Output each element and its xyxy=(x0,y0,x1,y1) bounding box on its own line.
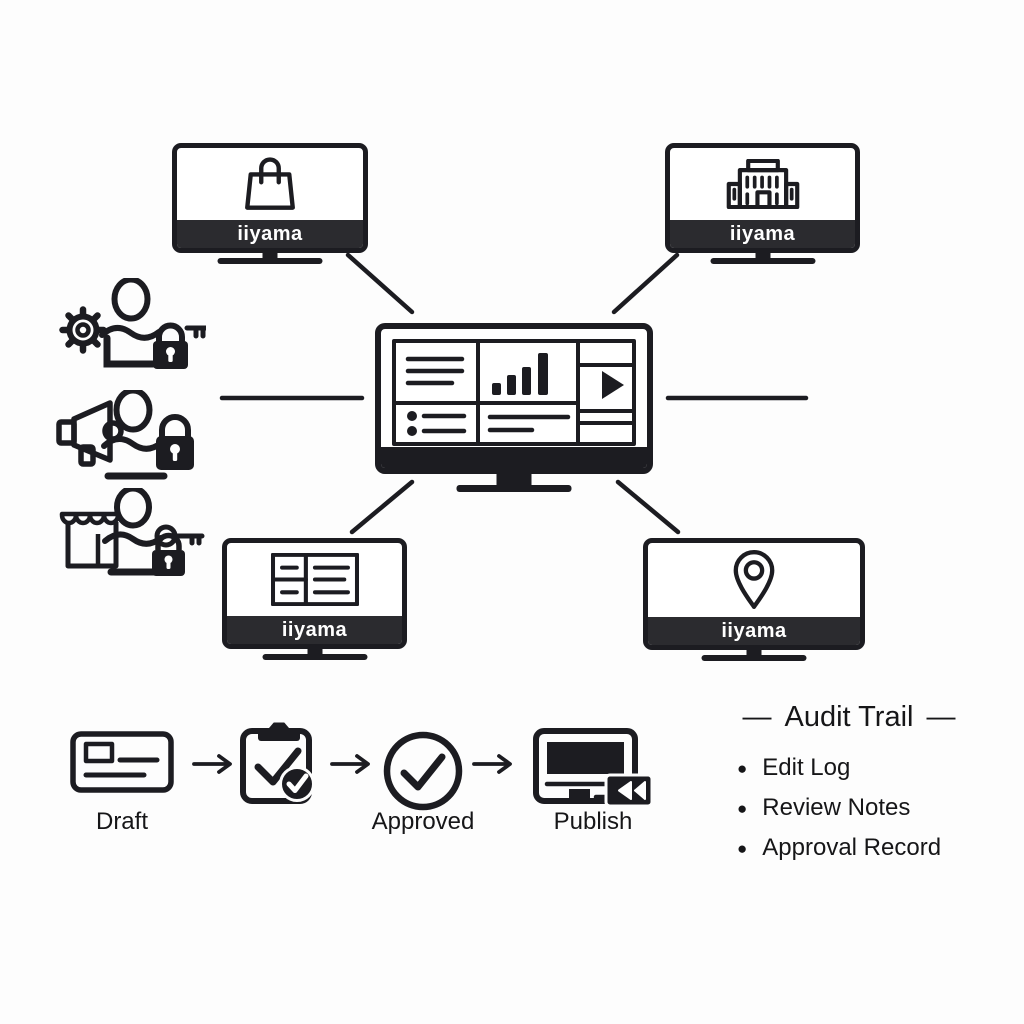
brand-bar: iiyama xyxy=(227,616,402,644)
monitor-stand-base xyxy=(456,485,572,492)
screen-bottom-left-menu: iiyama xyxy=(222,538,407,660)
monitor-bezel xyxy=(381,447,647,468)
monitor-frame: iiyama xyxy=(665,143,860,253)
workflow-step-publish xyxy=(533,728,655,810)
monitor-stand-base xyxy=(710,258,815,264)
workflow-step-approved xyxy=(381,729,465,813)
brand-bar: iiyama xyxy=(670,220,855,248)
location-pin-icon xyxy=(733,550,775,609)
role-marketing xyxy=(56,390,206,485)
draft-card-icon xyxy=(70,731,174,793)
monitor-stand-base xyxy=(701,655,807,661)
menu-board-icon xyxy=(270,553,359,606)
monitor-frame: iiyama xyxy=(172,143,368,253)
monitor-stand-neck xyxy=(262,251,278,259)
role-admin xyxy=(56,278,206,373)
approved-check-circle-icon xyxy=(383,731,463,811)
monitor-stand-neck xyxy=(496,473,532,486)
monitor-frame: iiyama xyxy=(643,538,865,650)
monitor-frame xyxy=(375,323,653,474)
audit-trail-title: Audit Trail xyxy=(784,701,914,733)
monitor-stand-neck xyxy=(755,251,770,259)
workflow-step-review xyxy=(238,720,320,808)
audit-item-label: Approval Record xyxy=(762,834,942,861)
workflow-arrow-1 xyxy=(192,753,236,775)
audit-item-review-notes: ● Review Notes xyxy=(737,788,941,828)
brand-bar: iiyama xyxy=(648,617,860,645)
brand-bar: iiyama xyxy=(177,220,363,248)
audit-trail-heading: — Audit Trail — xyxy=(712,701,986,734)
workflow-step-draft xyxy=(70,731,174,793)
audit-item-edit-log: ● Edit Log xyxy=(737,748,941,788)
marketing-user-megaphone-lock-icon xyxy=(56,390,194,480)
monitor-frame: iiyama xyxy=(222,538,407,649)
audit-item-approval-record: ● Approval Record xyxy=(737,828,941,868)
admin-user-gear-key-lock-icon xyxy=(59,278,206,369)
screen-bottom-right-location: iiyama xyxy=(643,538,865,661)
workflow-label-publish: Publish xyxy=(553,808,633,835)
audit-trail-list: ● Edit Log ● Review Notes ● Approval Rec… xyxy=(737,748,941,868)
brand-label: iiyama xyxy=(237,223,303,245)
audit-item-label: Review Notes xyxy=(762,794,911,821)
brand-label: iiyama xyxy=(729,223,796,245)
workflow-arrow-3 xyxy=(472,753,516,775)
building-icon xyxy=(726,159,799,209)
screen-top-left-shop: iiyama xyxy=(172,143,368,264)
workflow-arrow-2 xyxy=(330,753,374,775)
monitor-stand-neck xyxy=(746,648,762,656)
publish-screens-icon xyxy=(533,728,654,808)
store-user-awning-key-lock-icon xyxy=(59,488,205,576)
dashboard-monitor-icon xyxy=(392,339,636,446)
review-clipboard-check-icon xyxy=(240,722,315,804)
arrow-right-icon xyxy=(330,754,370,774)
arrow-right-icon xyxy=(472,754,512,774)
workflow-label-approved: Approved xyxy=(371,808,475,835)
hub-monitor xyxy=(375,323,653,495)
role-store xyxy=(56,488,206,583)
monitor-stand-neck xyxy=(307,647,322,655)
monitor-stand-base xyxy=(262,654,367,660)
arrow-right-icon xyxy=(192,754,232,774)
heading-dash-left: — xyxy=(742,701,772,733)
bullet-icon: ● xyxy=(737,838,748,858)
monitor-stand-base xyxy=(217,258,323,264)
bullet-icon: ● xyxy=(737,798,748,818)
heading-dash-right: — xyxy=(926,701,956,733)
screen-top-right-corporate: iiyama xyxy=(665,143,860,264)
shopping-bag-icon xyxy=(245,157,295,210)
audit-item-label: Edit Log xyxy=(762,754,851,781)
workflow-label-draft: Draft xyxy=(95,808,148,835)
brand-label: iiyama xyxy=(721,620,787,642)
brand-label: iiyama xyxy=(281,619,348,641)
bullet-icon: ● xyxy=(737,758,748,778)
